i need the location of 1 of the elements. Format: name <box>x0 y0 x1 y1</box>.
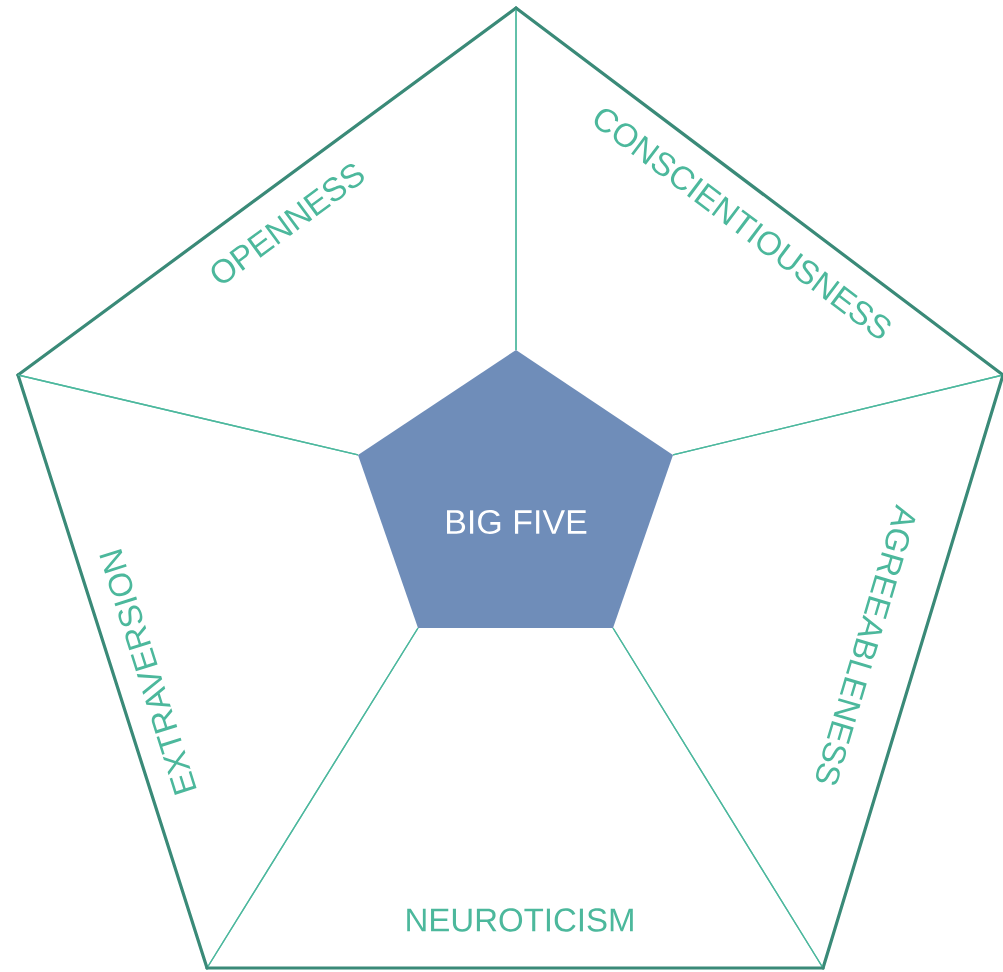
center-pentagon: BIG FIVE <box>358 350 673 628</box>
